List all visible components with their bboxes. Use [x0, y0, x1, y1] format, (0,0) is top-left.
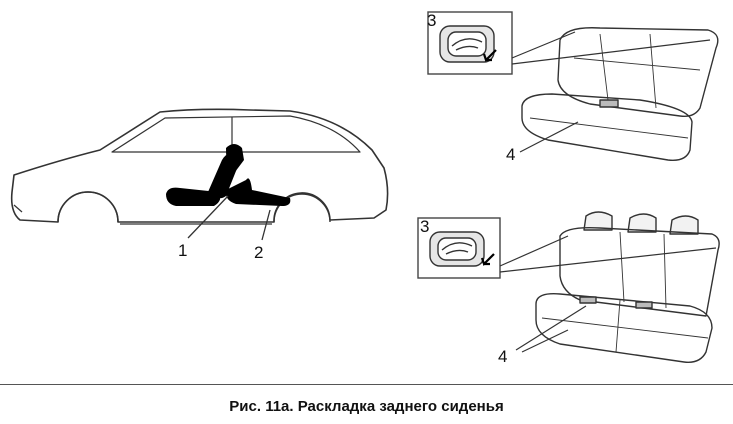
callout-3-bottom: 3 — [420, 217, 429, 236]
folded-back-floor-black — [225, 178, 291, 206]
top-cushion-leader — [519, 121, 579, 153]
upright-cushion-seams — [541, 299, 709, 353]
top-inset-box: 3 — [427, 11, 513, 75]
callout-1: 1 — [178, 241, 187, 260]
headrests — [583, 211, 699, 235]
upright-cushion — [535, 293, 713, 363]
upright-strap-left — [579, 296, 597, 304]
car-leaders — [187, 195, 271, 241]
top-arrow-icon — [482, 49, 497, 63]
bottom-arrow-icon — [480, 253, 495, 267]
callout-3-top: 3 — [427, 11, 436, 30]
figure-caption: Рис. 11а. Раскладка заднего сиденья — [229, 398, 504, 415]
car-illustration — [10, 108, 389, 225]
folded-cushion-strap — [599, 99, 619, 108]
folded-cushion — [521, 93, 693, 161]
callout-4-top: 4 — [506, 145, 515, 164]
bottom-leader-lines — [499, 235, 717, 273]
headrest-left — [583, 211, 613, 231]
callout-4-bottom: 4 — [498, 347, 507, 366]
car-rear-wheel-arch — [273, 193, 331, 223]
folded-cushion-seam — [529, 117, 689, 139]
seat-headrest-black — [226, 144, 244, 176]
bottom-inset-box: 3 — [417, 217, 501, 279]
top-release-lever-icon — [439, 25, 495, 63]
upright-rear-seat — [535, 211, 720, 363]
caption-divider — [0, 384, 733, 385]
folded-seatback — [557, 27, 719, 118]
seat-cushion-black — [166, 187, 221, 206]
car-window-line — [111, 115, 361, 153]
bottom-cushion-leaders — [515, 305, 587, 353]
headrest-center — [627, 213, 657, 233]
car-front-wheel-arch — [57, 191, 119, 223]
folded-seat-silhouette — [166, 144, 291, 206]
upright-seatback — [559, 226, 720, 317]
car-bumper-front — [13, 204, 23, 213]
upright-seatback-seams — [619, 231, 667, 309]
bottom-release-lever-icon — [429, 231, 485, 267]
folded-rear-seat — [521, 27, 719, 161]
top-leader-lines — [511, 31, 711, 65]
headrest-right — [669, 215, 699, 235]
callout-2: 2 — [254, 243, 263, 262]
folded-seatback-seam — [573, 33, 701, 109]
upright-strap-right — [635, 301, 653, 309]
